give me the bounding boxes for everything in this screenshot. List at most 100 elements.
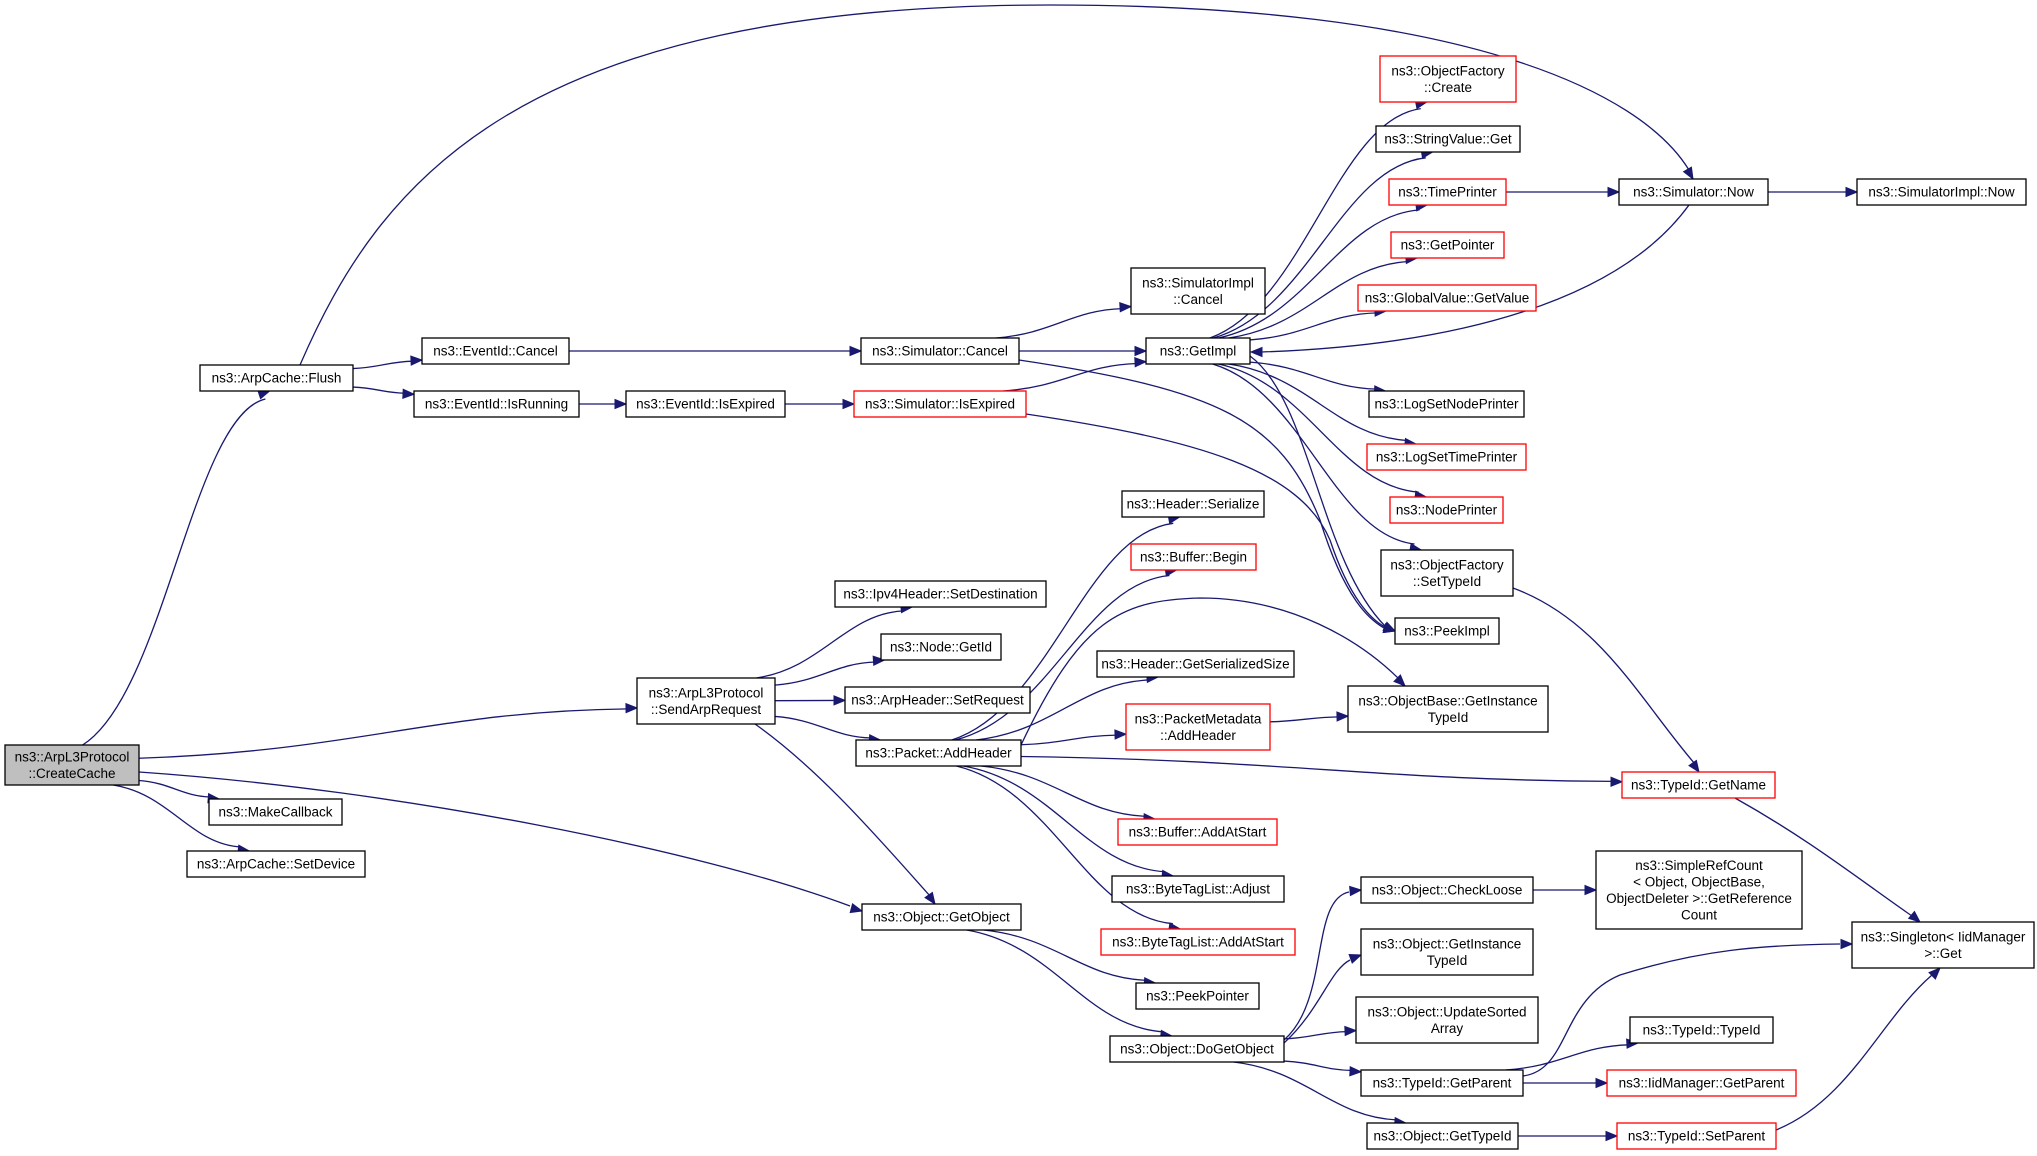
node-bufaddatstart[interactable]: ns3::Buffer::AddAtStart bbox=[1117, 818, 1278, 846]
node-box bbox=[860, 337, 1020, 365]
node-headerserialize[interactable]: ns3::Header::Serialize bbox=[1121, 490, 1265, 518]
edge-line bbox=[299, 4, 1690, 366]
node-objgettypeid[interactable]: ns3::Object::GetTypeId bbox=[1366, 1122, 1519, 1150]
node-label: ns3::LogSetNodePrinter bbox=[1374, 397, 1519, 412]
node-stringvalue[interactable]: ns3::StringValue::Get bbox=[1375, 125, 1521, 153]
arrowhead bbox=[849, 345, 863, 357]
edge-sendarp-to-getobject bbox=[754, 723, 936, 906]
node-typeidgetparent[interactable]: ns3::TypeId::GetParent bbox=[1360, 1069, 1524, 1097]
node-simplerefcount[interactable]: ns3::SimpleRefCount< Object, ObjectBase,… bbox=[1595, 850, 1803, 930]
node-btladjust[interactable]: ns3::ByteTagList::Adjust bbox=[1111, 875, 1285, 903]
arrowhead bbox=[625, 702, 639, 714]
node-globalvalue[interactable]: ns3::GlobalValue::GetValue bbox=[1357, 284, 1537, 312]
node-label: ::Cancel bbox=[1173, 292, 1223, 307]
edge-line bbox=[1209, 107, 1421, 339]
node-logsettime[interactable]: ns3::LogSetTimePrinter bbox=[1366, 443, 1527, 471]
node-isexpired[interactable]: ns3::EventId::IsExpired bbox=[625, 390, 786, 418]
node-iidgetparent[interactable]: ns3::IidManager::GetParent bbox=[1606, 1069, 1797, 1097]
node-simimplcancel[interactable]: ns3::SimulatorImpl::Cancel bbox=[1130, 267, 1266, 315]
node-box bbox=[1618, 178, 1769, 206]
node-pmaddheader[interactable]: ns3::PacketMetadata::AddHeader bbox=[1125, 703, 1271, 751]
node-checkloose[interactable]: ns3::Object::CheckLoose bbox=[1360, 876, 1534, 904]
node-ofsettypeid[interactable]: ns3::ObjectFactory::SetTypeId bbox=[1380, 549, 1514, 597]
node-simisexpired[interactable]: ns3::Simulator::IsExpired bbox=[853, 390, 1027, 418]
node-logsetnode[interactable]: ns3::LogSetNodePrinter bbox=[1368, 390, 1525, 418]
edge-line bbox=[1003, 362, 1138, 392]
node-singletonget[interactable]: ns3::Singleton< IidManager >::Get bbox=[1851, 921, 2035, 969]
node-btladdatstart[interactable]: ns3::ByteTagList::AddAtStart bbox=[1100, 928, 1296, 956]
edge-createcache-to-sendarp bbox=[138, 702, 639, 759]
node-typeidgetname[interactable]: ns3::TypeId::GetName bbox=[1621, 771, 1776, 799]
arrowhead bbox=[1845, 186, 1859, 198]
node-bufferbegin[interactable]: ns3::Buffer::Begin bbox=[1130, 543, 1257, 571]
edge-timeprinter-to-simnow bbox=[1505, 186, 1621, 198]
edge-ofsettypeid-to-typeidgetname bbox=[1512, 587, 1700, 774]
node-label: ns3::EventId::Cancel bbox=[433, 344, 558, 359]
node-label: ns3::Object::GetInstance bbox=[1373, 936, 1522, 951]
node-box bbox=[1390, 231, 1505, 259]
arrowhead bbox=[1134, 357, 1148, 368]
node-label: ns3::Simulator::Now bbox=[1633, 185, 1754, 200]
node-box bbox=[1130, 543, 1257, 571]
node-box bbox=[834, 580, 1047, 608]
node-box bbox=[1360, 928, 1534, 976]
node-box bbox=[1851, 921, 2035, 969]
node-headergss[interactable]: ns3::Header::GetSerializedSize bbox=[1096, 650, 1295, 678]
node-simnow[interactable]: ns3::Simulator::Now bbox=[1618, 178, 1769, 206]
edge-dogetobject-to-updatesorted bbox=[1283, 1025, 1358, 1040]
node-flush[interactable]: ns3::ArpCache::Flush bbox=[199, 364, 354, 392]
arrowhead bbox=[1610, 776, 1624, 787]
edge-line bbox=[113, 784, 242, 848]
node-box bbox=[1145, 337, 1251, 365]
node-eventcancel[interactable]: ns3::EventId::Cancel bbox=[421, 337, 570, 365]
node-isrunning[interactable]: ns3::EventId::IsRunning bbox=[413, 390, 580, 418]
edge-isexpired-to-simisexpired bbox=[784, 398, 856, 410]
node-setdevice[interactable]: ns3::ArpCache::SetDevice bbox=[186, 850, 366, 878]
node-ofcreate[interactable]: ns3::ObjectFactory::Create bbox=[1379, 55, 1517, 103]
edge-simnow-to-simimplnow bbox=[1767, 186, 1859, 198]
node-label: ns3::IidManager::GetParent bbox=[1619, 1076, 1785, 1091]
node-simimplnow[interactable]: ns3::SimulatorImpl::Now bbox=[1856, 178, 2027, 206]
node-label: < Object, ObjectBase, bbox=[1633, 874, 1765, 889]
node-peekpointer[interactable]: ns3::PeekPointer bbox=[1135, 982, 1260, 1010]
edge-checkloose-to-simplerefcount bbox=[1533, 884, 1598, 896]
node-box bbox=[1375, 125, 1521, 153]
node-peekimpl[interactable]: ns3::PeekImpl bbox=[1394, 617, 1500, 645]
node-getpointer[interactable]: ns3::GetPointer bbox=[1390, 231, 1505, 259]
node-nodeprinter[interactable]: ns3::NodePrinter bbox=[1389, 496, 1504, 524]
node-box bbox=[413, 390, 580, 418]
node-arpsetreq[interactable]: ns3::ArpHeader::SetRequest bbox=[844, 686, 1031, 714]
node-label: ns3::TypeId::GetName bbox=[1631, 778, 1766, 793]
node-getimpl[interactable]: ns3::GetImpl bbox=[1145, 337, 1251, 365]
edge-sendarp-to-nodegetid bbox=[774, 655, 886, 686]
node-label: ns3::GetPointer bbox=[1401, 238, 1495, 253]
node-box bbox=[1357, 284, 1537, 312]
arrowhead bbox=[1682, 166, 1694, 181]
node-typeidtypeid[interactable]: ns3::TypeId::TypeId bbox=[1629, 1016, 1774, 1044]
node-createcache[interactable]: ns3::ArpL3Protocol::CreateCache bbox=[4, 744, 140, 786]
node-getobject[interactable]: ns3::Object::GetObject bbox=[861, 903, 1022, 931]
node-sendarp[interactable]: ns3::ArpL3Protocol::SendArpRequest bbox=[636, 677, 776, 725]
edge-line bbox=[1283, 959, 1351, 1044]
node-simcancel[interactable]: ns3::Simulator::Cancel bbox=[860, 337, 1020, 365]
edge-line bbox=[754, 723, 931, 897]
edge-typeidgetname-to-singletonget bbox=[1734, 797, 1922, 923]
node-ipv4setdest[interactable]: ns3::Ipv4Header::SetDestination bbox=[834, 580, 1047, 608]
arrowhead bbox=[1349, 885, 1363, 897]
arrowhead bbox=[1605, 1130, 1619, 1142]
arrowhead bbox=[1840, 938, 1854, 950]
node-box bbox=[1100, 928, 1296, 956]
node-addheader[interactable]: ns3::Packet::AddHeader bbox=[855, 739, 1022, 767]
node-dogetobject[interactable]: ns3::Object::DoGetObject bbox=[1109, 1035, 1285, 1063]
arrowhead bbox=[872, 655, 886, 666]
node-makecallback[interactable]: ns3::MakeCallback bbox=[208, 798, 343, 826]
node-timeprinter[interactable]: ns3::TimePrinter bbox=[1388, 178, 1507, 206]
node-label: ns3::SimulatorImpl bbox=[1142, 275, 1254, 290]
node-nodegetid[interactable]: ns3::Node::GetId bbox=[880, 633, 1002, 661]
node-label: ns3::TypeId::GetParent bbox=[1373, 1076, 1512, 1091]
node-typeidsetparent[interactable]: ns3::TypeId::SetParent bbox=[1616, 1122, 1777, 1150]
node-box bbox=[1109, 1035, 1285, 1063]
